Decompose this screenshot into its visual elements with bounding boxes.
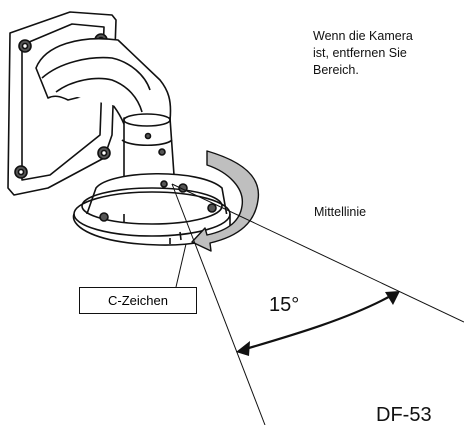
figure-code: DF-53: [376, 404, 432, 426]
note-line-3: Bereich.: [313, 63, 359, 77]
angle-label: 15°: [269, 294, 300, 316]
reference-line: [171, 183, 266, 425]
callout-leader: [175, 243, 187, 288]
c-mark-callout: C-Zeichen: [79, 287, 197, 314]
callout-label: C-Zeichen: [108, 293, 168, 308]
note-line-1: Wenn die Kamera: [313, 29, 413, 43]
centerline-label: Mittellinie: [314, 205, 367, 219]
note-line-2: ist, entfernen Sie: [313, 46, 407, 60]
center-line: [171, 183, 464, 323]
rotation-arrow: [191, 150, 260, 252]
base-screws: [99, 180, 217, 222]
instruction-note: Wenn die Kamera ist, entfernen Sie Berei…: [313, 28, 413, 79]
angle-arc: [241, 293, 395, 352]
